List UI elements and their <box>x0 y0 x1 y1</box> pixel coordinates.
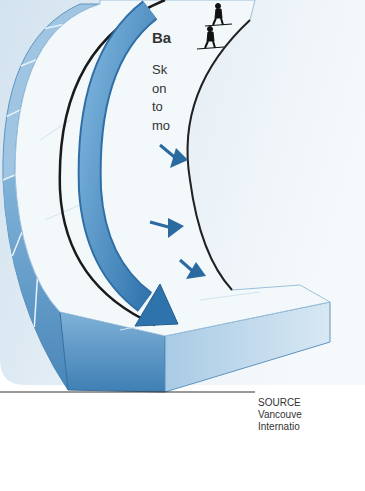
title-text-holder: Ba <box>152 29 171 47</box>
body-text-holder: Sk on to mo <box>152 61 170 135</box>
body-text: Sk on to mo <box>152 61 170 135</box>
track-inner-line <box>188 20 251 290</box>
source-note: SOURCE Vancouve Internatio <box>258 397 302 433</box>
force-arrows <box>150 145 206 279</box>
source-note-holder: SOURCE Vancouve Internatio <box>258 397 302 433</box>
track-surface <box>15 0 330 336</box>
direction-arrowhead <box>135 284 178 326</box>
source-rule <box>0 392 255 393</box>
snow-texture <box>40 120 260 330</box>
track-edge-line <box>60 0 165 325</box>
direction-arrow-outline <box>90 10 150 302</box>
direction-arrow <box>90 10 150 302</box>
title-text: Ba <box>152 29 171 47</box>
skiers <box>197 4 232 50</box>
